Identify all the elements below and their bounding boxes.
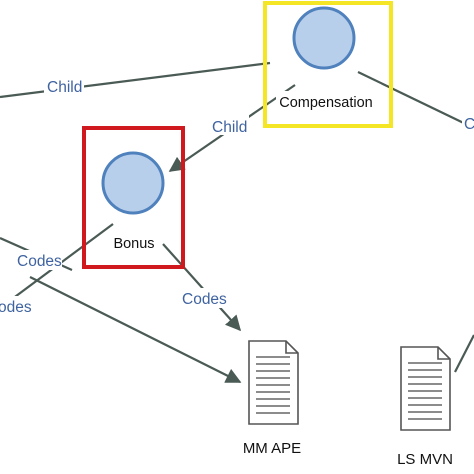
selection-highlight-red bbox=[82, 126, 185, 269]
node-circle-icon[interactable] bbox=[292, 6, 356, 70]
edge-labels: Child Child Codes Codes odes C bbox=[0, 76, 474, 316]
node-compensation[interactable]: Compensation bbox=[263, 1, 393, 128]
edge-child-top[interactable] bbox=[0, 61, 271, 99]
edges bbox=[0, 61, 474, 383]
edge-label-child-compensation-bonus: Child bbox=[212, 119, 247, 136]
edge-bonus-to-mm-ape[interactable] bbox=[162, 243, 242, 332]
node-label-bonus: Bonus bbox=[113, 236, 154, 252]
selection-highlight-yellow bbox=[263, 1, 393, 128]
document-icon[interactable] bbox=[400, 346, 451, 431]
document-label-mm-ape: MM APE bbox=[243, 440, 301, 457]
node-label-compensation: Compensation bbox=[279, 95, 373, 111]
edge-to-ls-mvn[interactable] bbox=[454, 334, 474, 373]
document-icon[interactable] bbox=[248, 340, 299, 425]
edge-label-codes-bonus-mm-ape: Codes bbox=[182, 291, 227, 308]
document-ls-mvn[interactable]: LS MVN bbox=[397, 346, 453, 468]
edge-label-cut-right: C bbox=[464, 116, 474, 133]
edge-label-codes-far-left: odes bbox=[0, 299, 32, 316]
edge-label-child-top: Child bbox=[47, 79, 82, 96]
node-bonus[interactable]: Bonus bbox=[82, 126, 185, 269]
edge-compensation-right[interactable] bbox=[357, 71, 474, 129]
document-label-ls-mvn: LS MVN bbox=[397, 451, 453, 468]
edge-label-codes-left: Codes bbox=[17, 253, 62, 270]
node-circle-icon[interactable] bbox=[101, 151, 165, 215]
document-mm-ape[interactable]: MM APE bbox=[243, 340, 301, 457]
edge-codes-to-mm-ape[interactable] bbox=[29, 276, 242, 383]
